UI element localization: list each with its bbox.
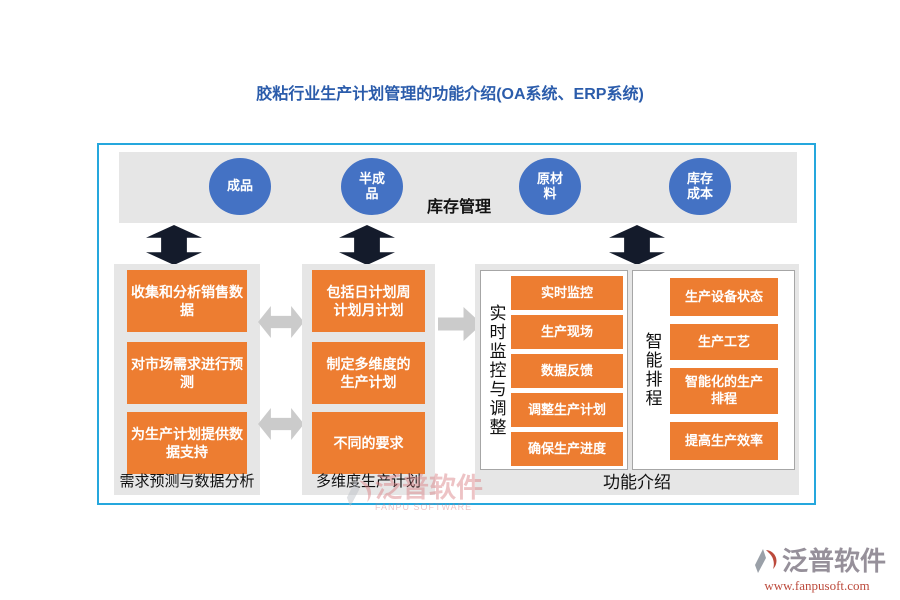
demand-panel-label: 需求预测与数据分析 <box>119 473 255 490</box>
plan-panel: 包括日计划周计划月计划 制定多维度的生产计划 不同的要求 多维度生产计划 <box>302 264 435 495</box>
schedule-item: 提高生产效率 <box>670 422 778 460</box>
inventory-node-semifinished: 半成品 <box>341 158 403 215</box>
page-title: 胶粘行业生产计划管理的功能介绍(OA系统、ERP系统) <box>256 86 644 103</box>
monitor-item: 数据反馈 <box>511 354 623 388</box>
left-right-arrow-icon <box>258 306 304 338</box>
plan-item: 包括日计划周计划月计划 <box>312 270 425 332</box>
inventory-node-rawmaterial: 原材料 <box>519 158 581 215</box>
monitor-item: 确保生产进度 <box>511 432 623 466</box>
inventory-node-label: 成品 <box>226 178 253 194</box>
monitor-item: 调整生产计划 <box>511 393 623 427</box>
schedule-item: 生产设备状态 <box>670 278 778 316</box>
schedule-item: 生产工艺 <box>670 324 778 360</box>
monitor-item: 实时监控 <box>511 276 623 310</box>
fanpu-footer-name: 泛普软件 <box>781 546 886 576</box>
plan-item: 不同的要求 <box>312 412 425 474</box>
schedule-group: 智能排程 生产设备状态 生产工艺 智能化的生产排程 提高生产效率 <box>632 270 795 470</box>
demand-item: 收集和分析销售数据 <box>127 270 247 332</box>
function-panel: 实时监控与调整 实时监控 生产现场 数据反馈 调整生产计划 确保生产进度 智能排… <box>475 264 799 495</box>
fanpu-footer-logo: 泛普软件 www.fanpusoft.com <box>742 545 892 594</box>
monitor-item: 生产现场 <box>511 315 623 349</box>
fanpu-footer-url: www.fanpusoft.com <box>764 578 870 593</box>
diagram-frame: 成品 半成品 原材料 库存成本 库存管理 收集和分析销售数据 对市场需求进行预测… <box>97 143 816 512</box>
fanpu-logo-icon <box>754 549 777 573</box>
schedule-group-label: 智能排程 <box>642 332 662 408</box>
demand-panel: 收集和分析销售数据 对市场需求进行预测 为生产计划提供数据支持 需求预测与数据分… <box>114 264 260 495</box>
inventory-bar-label: 库存管理 <box>426 199 491 216</box>
left-right-arrow-icon <box>258 408 304 440</box>
fanpu-watermark-name-en: FANPU SOFTWARE <box>375 502 473 512</box>
plan-item: 制定多维度的生产计划 <box>312 342 425 404</box>
monitor-group: 实时监控与调整 实时监控 生产现场 数据反馈 调整生产计划 确保生产进度 <box>480 270 628 470</box>
up-down-arrow-icon <box>609 225 665 265</box>
demand-item: 为生产计划提供数据支持 <box>127 412 247 474</box>
inventory-node-label: 原材料 <box>536 170 563 201</box>
function-panel-label: 功能介绍 <box>603 473 671 492</box>
up-down-arrow-icon <box>146 225 202 265</box>
monitor-group-label: 实时监控与调整 <box>486 303 506 437</box>
inventory-node-cost: 库存成本 <box>669 158 731 215</box>
schedule-item: 智能化的生产排程 <box>670 368 778 414</box>
up-down-arrow-icon <box>339 225 395 265</box>
inventory-node-finished: 成品 <box>209 158 271 215</box>
inventory-node-label: 半成品 <box>358 170 385 201</box>
plan-panel-label: 多维度生产计划 <box>315 473 421 490</box>
demand-item: 对市场需求进行预测 <box>127 342 247 404</box>
inventory-node-label: 库存成本 <box>686 170 713 201</box>
